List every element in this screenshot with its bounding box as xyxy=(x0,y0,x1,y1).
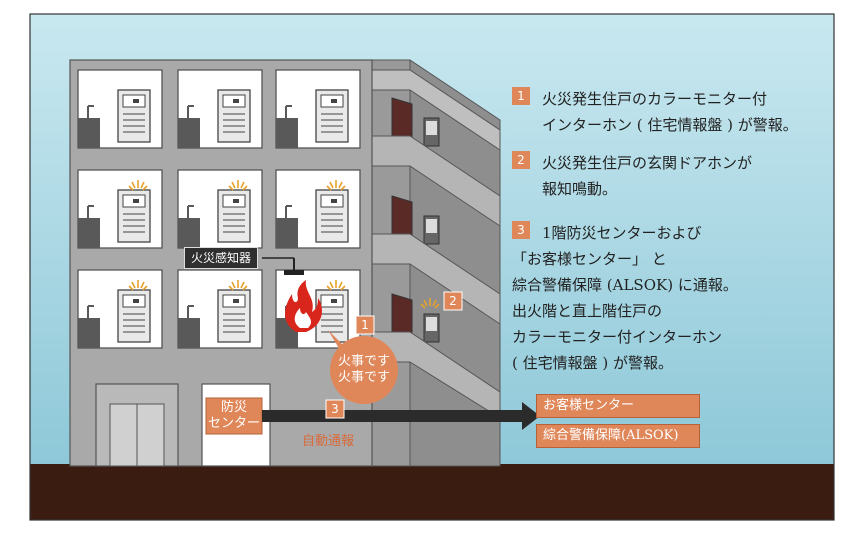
bubble-line: 火事です xyxy=(337,354,390,369)
note-line: 綜合警備保障 (ALSOK) に通報。 xyxy=(512,276,738,294)
center-line: 防災 xyxy=(220,400,247,415)
alarm-bubble-text: 火事です 火事です xyxy=(330,354,398,386)
center-line: センター xyxy=(207,416,260,431)
note-number: 3 xyxy=(512,221,530,239)
note-line: ( 住宅情報盤 ) が警報。 xyxy=(512,354,674,372)
auto-report-label: 自動通報 xyxy=(302,434,355,449)
ground xyxy=(30,464,834,520)
alarm-bubble xyxy=(330,336,398,404)
note-line: 報知鳴動。 xyxy=(542,180,618,198)
fire-icon xyxy=(285,280,322,332)
note-3: 3 1階防災センターおよび 「お客様センター」 と 綜合警備保障 (ALSOK)… xyxy=(512,220,738,376)
alsok-box: 綜合警備保障(ALSOK) xyxy=(536,424,700,448)
note-line: カラーモニター付インターホン xyxy=(512,328,723,346)
note-line: インターホン ( 住宅情報盤 ) が警報。 xyxy=(542,116,798,134)
fire-detector-label: 火災感知器 xyxy=(184,247,259,269)
note-line: 「お客様センター」 と xyxy=(512,250,667,268)
note-line: 火災発生住戸の玄関ドアホンが xyxy=(542,154,753,172)
door-alarm-number: 2 xyxy=(449,294,457,308)
report-arrow xyxy=(262,410,524,422)
note-number: 1 xyxy=(512,87,530,105)
note-1: 1 火災発生住戸のカラーモニター付 インターホン ( 住宅情報盤 ) が警報。 xyxy=(512,86,798,138)
note-number: 2 xyxy=(512,151,530,169)
arrow-number: 3 xyxy=(331,402,339,416)
bubble-line: 火事です xyxy=(337,370,390,385)
note-2: 2 火災発生住戸の玄関ドアホンが 報知鳴動。 xyxy=(512,150,752,202)
note-line: 1階防災センターおよび xyxy=(542,224,702,242)
note-line: 出火階と直上階住戸の xyxy=(512,302,663,320)
center-label: 防災 センター xyxy=(206,400,262,432)
fire-detector-icon xyxy=(284,270,304,275)
note-line: 火災発生住戸のカラーモニター付 xyxy=(542,90,768,108)
customer-center-box: お客様センター xyxy=(536,394,700,418)
bubble-number: 1 xyxy=(361,318,369,332)
